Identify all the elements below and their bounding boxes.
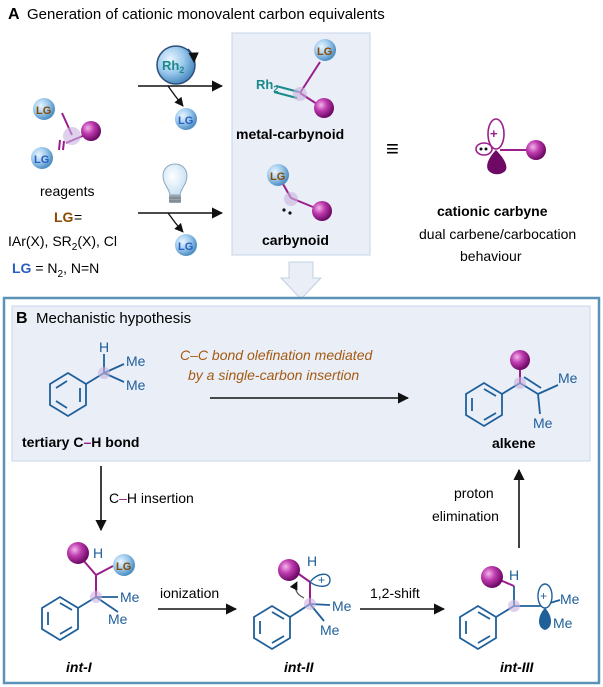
carbynoid-lg-label: LG bbox=[270, 171, 285, 183]
step-shift-label: 1,2-shift bbox=[370, 585, 420, 601]
lg-def-1-line2: IAr(X), SR2(X), Cl bbox=[8, 233, 117, 253]
int-3-purple-bond bbox=[499, 579, 515, 587]
int-2-me-bottom: Me bbox=[320, 622, 340, 638]
int-3-label: int-III bbox=[500, 659, 535, 675]
lg-def-1-lg: LG bbox=[54, 209, 74, 225]
arrow-lg-release-bottom bbox=[167, 212, 184, 233]
rh2-catalyst-icon: Rh2 bbox=[156, 45, 199, 85]
olefination-text-1: C–C bond olefination mediated bbox=[180, 347, 373, 363]
reagent-structure: LG LG bbox=[31, 98, 101, 169]
lg-released-top-label: LG bbox=[178, 115, 193, 127]
step-proton-label-1: proton bbox=[454, 485, 494, 501]
int-3-me-bottom: Me bbox=[553, 615, 573, 631]
step-ionization-label: ionization bbox=[160, 585, 219, 601]
int-1-purple-bond-2 bbox=[82, 559, 97, 576]
int-1-h-label: H bbox=[93, 545, 103, 561]
int-1-purple-bond-3 bbox=[95, 565, 114, 576]
step-ch-insertion-label: C–H insertion bbox=[109, 490, 194, 506]
step-proton-label-2: elimination bbox=[432, 508, 499, 524]
section-b-title: Mechanistic hypothesis bbox=[36, 310, 191, 327]
carbynoid-panel bbox=[231, 32, 371, 256]
alkene-substituent-icon bbox=[510, 350, 530, 370]
substrate-label: tertiary C–H bond bbox=[22, 434, 139, 450]
transition-arrow-a-to-b bbox=[279, 261, 323, 300]
int-1-substituent-icon bbox=[67, 542, 89, 564]
lg-released-bottom-icon bbox=[175, 234, 197, 256]
carbynoid-label: carbynoid bbox=[262, 232, 329, 248]
int-1-me-top: Me bbox=[120, 589, 140, 605]
int-2-substituent-icon bbox=[278, 559, 300, 581]
int-3-h-label: H bbox=[509, 567, 519, 583]
reagent-lg-bottom-icon bbox=[31, 147, 53, 169]
metal-carbynoid-rh-label: Rh2 bbox=[256, 77, 278, 94]
int-1-structure bbox=[41, 595, 119, 642]
lg-released-bottom-label: LG bbox=[178, 241, 193, 253]
metal-carbynoid-label: metal-carbynoid bbox=[236, 126, 344, 142]
int-2-highlight bbox=[304, 598, 316, 610]
cationic-carbyne-structure: + bbox=[475, 118, 546, 175]
substrate-me-bottom: Me bbox=[126, 377, 146, 393]
section-b-top-panel bbox=[11, 305, 591, 462]
equivalence-symbol: ≡ bbox=[386, 136, 399, 161]
alkene-me-top: Me bbox=[558, 370, 578, 386]
lg-def-2: LG = N2, N=N bbox=[12, 260, 99, 280]
int-3-plus-sign: + bbox=[540, 589, 547, 603]
svg-text:Rh2: Rh2 bbox=[162, 58, 184, 75]
reagent-lg-top-icon bbox=[33, 98, 55, 120]
olefination-text-2: by a single-carbon insertion bbox=[188, 367, 359, 383]
int-2-shift-arrow bbox=[289, 581, 305, 599]
metal-carbynoid-structure: LG Rh2 bbox=[256, 39, 336, 118]
arrow-lg-release-top bbox=[167, 85, 184, 107]
reagent-substituent-icon bbox=[81, 121, 101, 141]
int-2-h-label: H bbox=[307, 553, 317, 569]
alkene-ch-highlight bbox=[514, 377, 526, 389]
product-label: alkene bbox=[492, 435, 536, 451]
int-1-me-bottom: Me bbox=[108, 611, 128, 627]
substrate-ch-highlight bbox=[98, 367, 110, 379]
lg-released-top-icon bbox=[175, 108, 197, 130]
carbyne-plus-sign: + bbox=[490, 126, 498, 141]
reagent-lg-top-label: LG bbox=[36, 105, 51, 117]
int-1-lg-label: LG bbox=[116, 561, 131, 573]
carbyne-line-3: behaviour bbox=[460, 248, 522, 264]
substrate-me-top: Me bbox=[126, 353, 146, 369]
section-b-letter: B bbox=[16, 310, 28, 327]
int-3-me-top: Me bbox=[560, 591, 580, 607]
int-1-label: int-I bbox=[66, 659, 93, 675]
alkene-me-bottom: Me bbox=[533, 415, 553, 431]
int-3-substituent-icon bbox=[481, 566, 503, 588]
int-2-me-top: Me bbox=[332, 598, 352, 614]
lg-def-1-eq: = bbox=[74, 209, 82, 225]
section-b-frame bbox=[2, 296, 601, 685]
section-a-title: Generation of cationic monovalent carbon… bbox=[27, 6, 385, 23]
int-1-lg-icon bbox=[113, 554, 135, 576]
substrate-h-label: H bbox=[99, 339, 109, 355]
carbyne-line-2: dual carbene/carbocation bbox=[419, 226, 576, 242]
int-2-plus-sign: + bbox=[318, 573, 325, 587]
int-2-label: int-II bbox=[284, 659, 315, 675]
int-2-p-orbital bbox=[309, 573, 331, 587]
int-1-highlight bbox=[90, 591, 102, 603]
light-bulb-icon bbox=[162, 163, 188, 203]
carbynoid-structure: LG bbox=[267, 164, 332, 221]
section-a-letter: A bbox=[8, 6, 20, 23]
metal-carbynoid-lg-label: LG bbox=[317, 46, 332, 58]
int-2-structure bbox=[253, 603, 331, 651]
int-3-p-orbital-bottom bbox=[539, 608, 551, 630]
reagent-lg-bottom-label: LG bbox=[34, 154, 49, 166]
reagents-label: reagents bbox=[40, 183, 94, 199]
carbyne-title: cationic carbyne bbox=[437, 203, 548, 219]
int-3-highlight bbox=[508, 600, 520, 612]
